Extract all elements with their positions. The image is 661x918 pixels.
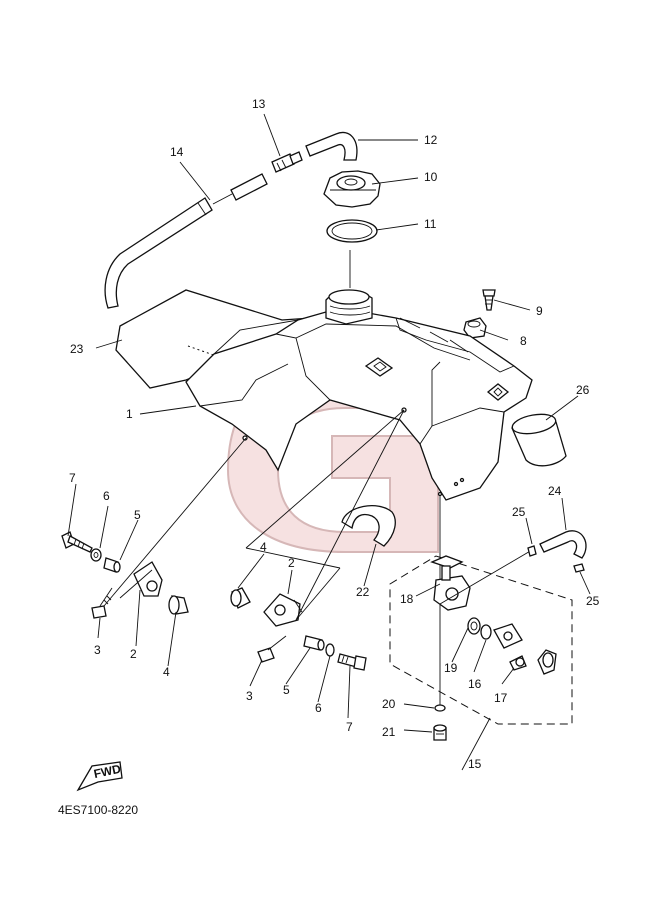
- callout-22: 22: [356, 585, 370, 599]
- diagram-code: 4ES7100-8220: [58, 803, 138, 817]
- callout-25-left: 25: [512, 505, 526, 519]
- fwd-arrow-icon: FWD: [76, 761, 123, 792]
- bolt-7-center: [337, 653, 367, 671]
- callout-3-left: 3: [94, 643, 101, 657]
- bracket-2-left: [119, 561, 163, 599]
- oring-19: [467, 617, 481, 635]
- plate-16: [493, 623, 523, 649]
- callout-26: 26: [576, 383, 590, 397]
- gasket-16: [480, 624, 492, 640]
- callout-5-left: 5: [134, 508, 141, 522]
- callout-25-right: 25: [586, 594, 600, 608]
- callout-4-center: 4: [260, 540, 267, 554]
- collar-5-left: [103, 557, 121, 573]
- bracket-2-center: [263, 593, 303, 627]
- damper-4-left: [168, 595, 189, 615]
- callout-24: 24: [548, 484, 562, 498]
- callout-21: 21: [382, 725, 396, 739]
- breather-hose-14: [104, 173, 268, 309]
- hose-joint-13: [271, 151, 303, 173]
- callout-18: 18: [400, 592, 414, 606]
- bolt-7-left: [61, 531, 93, 553]
- callout-16: 16: [468, 677, 482, 691]
- collar-5-center: [303, 635, 325, 651]
- callout-numbers: 1 2 2 3 3 4 4 5 5 6 6 7 7 8 9 10 11 12 1…: [69, 97, 600, 771]
- callout-1: 1: [126, 407, 133, 421]
- callout-6-left: 6: [103, 489, 110, 503]
- fuel-cock-group-15: [389, 555, 573, 725]
- callout-14: 14: [170, 145, 184, 159]
- fuel-tank-1: [185, 289, 533, 501]
- callout-20: 20: [382, 697, 396, 711]
- fwd-label: FWD: [92, 762, 122, 781]
- damper-4-center: [230, 587, 251, 609]
- fuel-cap-10: [323, 170, 381, 208]
- bolt-3-center: [257, 635, 287, 663]
- callout-7-left: 7: [69, 471, 76, 485]
- bolt-21: [433, 724, 447, 741]
- callout-8: 8: [520, 334, 527, 348]
- callout-12: 12: [424, 133, 438, 147]
- callout-leaders: [67, 113, 591, 771]
- lever-knob: [537, 649, 557, 675]
- callout-6-center: 6: [315, 701, 322, 715]
- callout-17: 17: [494, 691, 508, 705]
- callout-4-left: 4: [163, 665, 170, 679]
- callout-13: 13: [252, 97, 266, 111]
- callout-9: 9: [536, 304, 543, 318]
- clip-25-right: [573, 563, 585, 573]
- washer-6-center: [325, 643, 335, 657]
- callout-23: 23: [70, 342, 84, 356]
- fuel-hose-24: [439, 530, 587, 605]
- gasket-11: [326, 219, 378, 288]
- fuel-cock-18: [430, 555, 471, 611]
- callout-5-center: 5: [283, 683, 290, 697]
- washer-20: [434, 704, 446, 712]
- hose-12: [305, 131, 358, 161]
- collar-8: [463, 317, 487, 339]
- screw-17: [509, 655, 527, 671]
- damper-22: [341, 505, 396, 547]
- callout-10: 10: [424, 170, 438, 184]
- callout-2-left: 2: [130, 647, 137, 661]
- callout-7-center: 7: [346, 720, 353, 734]
- callout-11: 11: [424, 217, 437, 231]
- callout-3-center: 3: [246, 689, 253, 703]
- callout-2-center: 2: [288, 556, 295, 570]
- washer-6-left: [90, 548, 102, 562]
- bolt-3-left: [91, 587, 113, 619]
- screw-9: [482, 289, 496, 311]
- callout-19: 19: [444, 661, 458, 675]
- clip-25-left: [527, 545, 537, 557]
- callout-15: 15: [468, 757, 482, 771]
- protector-26: [511, 413, 567, 467]
